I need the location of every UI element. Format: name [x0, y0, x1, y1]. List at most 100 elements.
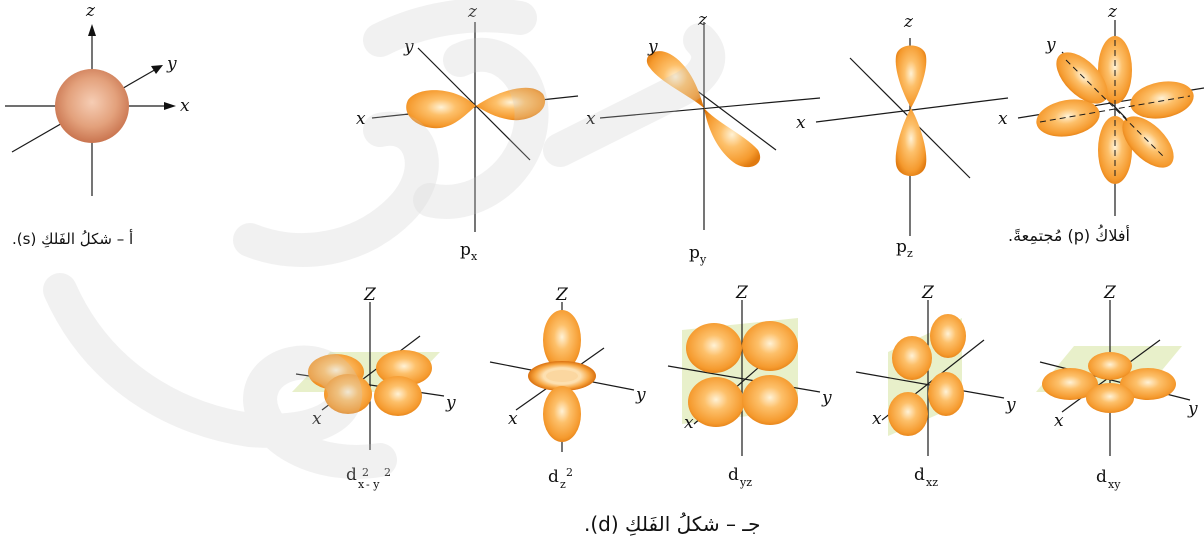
py-y-label: y — [647, 37, 658, 57]
dx2y2-label-main: d — [346, 465, 357, 485]
watermark-logo — [43, 0, 726, 479]
dxz-x-label: x — [872, 409, 882, 429]
dz2-torus-hole — [546, 370, 578, 382]
dz2-x-label: x — [508, 409, 518, 429]
pz-orbital-figure: z x p z — [796, 12, 1009, 260]
px-x-label: x — [356, 109, 366, 129]
d-orbital-caption: جـ – شكلُ الفَلكِ (d). — [584, 512, 761, 536]
dxy-lobe-3 — [1088, 352, 1132, 380]
dxz-lobe-3 — [888, 392, 928, 436]
dz2-label-sup: 2 — [566, 466, 573, 479]
dz2-label-sub: z — [560, 478, 566, 491]
dyz-z-label: Z — [735, 283, 749, 303]
px-label-main: p — [460, 240, 471, 260]
dx2y2-z-label: Z — [363, 285, 377, 305]
dz2-y-label: y — [635, 385, 646, 405]
dx2y2-y-label: y — [445, 393, 456, 413]
py-orbital-figure: z y x p y — [586, 10, 821, 266]
dx2y2-lobe-4 — [374, 376, 422, 416]
px-orbital-figure: z y x p x — [356, 2, 579, 263]
dyz-lobe-3 — [688, 377, 744, 427]
dz2-lobe-upper — [543, 310, 581, 370]
dyz-lobe-2 — [742, 321, 798, 371]
dxz-lobe-1 — [892, 336, 932, 380]
pc-x-label: x — [998, 109, 1008, 129]
dyz-y-label: y — [821, 388, 832, 408]
py-x-label: x — [586, 109, 596, 129]
pc-lobe-y-back — [1056, 52, 1108, 104]
dyz-lobe-4 — [742, 375, 798, 425]
dx2y2-label-sup1: 2 — [362, 466, 369, 479]
s-z-label: z — [85, 1, 96, 21]
dxy-y-label: y — [1187, 399, 1198, 419]
px-label-sub: x — [471, 250, 478, 263]
pc-lobe-y-front — [1122, 116, 1174, 168]
py-lobe-upper — [646, 51, 704, 108]
pz-lobe-upper — [895, 45, 927, 108]
py-label-main: p — [689, 243, 700, 263]
d-xz-orbital-figure: Z x y d xz — [855, 283, 1016, 489]
pz-label-sub: z — [907, 247, 913, 260]
pz-x-label: x — [796, 113, 806, 133]
dyz-x-label: x — [684, 413, 694, 433]
dxz-y-label: y — [1005, 395, 1016, 415]
dx2y2-label-mid: - y — [366, 478, 380, 491]
pc-z-label: z — [1107, 2, 1118, 22]
dxy-lobe-4 — [1086, 383, 1134, 413]
px-lobe-left — [406, 90, 476, 129]
arrow-up-icon — [88, 24, 96, 36]
dx2y2-label-sup2: 2 — [384, 466, 391, 479]
dyz-y-axis — [667, 365, 821, 393]
pz-lobe-lower — [895, 108, 927, 176]
p-combined-caption: أفلاكُ (p) مُجتمِعةً. — [1008, 226, 1130, 245]
py-label-sub: y — [699, 253, 707, 266]
dx2y2-lobe-2 — [376, 350, 432, 386]
dxy-x-label: x — [1054, 411, 1064, 431]
arrow-up-right-icon — [151, 65, 163, 74]
dyz-lobe-1 — [686, 323, 742, 373]
pz-label-main: p — [896, 237, 907, 257]
dxy-lobe-1 — [1042, 368, 1098, 400]
pc-lobe-x-right — [1130, 81, 1194, 119]
dyz-label-sub: yz — [739, 476, 752, 489]
s-orbital-sphere — [55, 69, 129, 143]
px-y-axis — [417, 47, 531, 161]
pc-lobe-x-left — [1036, 99, 1100, 137]
px-z-label: z — [467, 2, 478, 22]
arrow-right-icon — [164, 102, 176, 110]
pc-dashed-x — [1039, 95, 1191, 123]
dz2-z-label: Z — [555, 285, 569, 305]
dz2-label-main: d — [548, 467, 559, 487]
dxz-z-label: Z — [921, 283, 935, 303]
dxz-lobe-2 — [930, 314, 966, 358]
d-x2-y2-orbital-figure: Z x y d x 2 - y 2 — [292, 285, 456, 491]
dx2y2-x-label: x — [312, 409, 322, 429]
px-lobe-right — [476, 87, 546, 121]
pz-z-label: z — [903, 12, 914, 32]
pc-y-label: y — [1045, 35, 1056, 55]
s-y-label: y — [166, 54, 177, 74]
dxy-lobe-2 — [1120, 368, 1176, 400]
dx2y2-label-sub: x — [358, 478, 365, 491]
dxz-label-sub: xz — [926, 476, 938, 489]
s-x-label: x — [180, 96, 190, 116]
dxz-lobe-4 — [928, 372, 964, 416]
dz2-lobe-lower — [543, 386, 581, 442]
dx2y2-lobe-3 — [324, 374, 372, 414]
s-orbital-figure: z y x — [5, 1, 190, 196]
dxy-z-label: Z — [1103, 283, 1117, 303]
d-z2-orbital-figure: Z x y d z 2 — [489, 285, 646, 491]
py-z-label: z — [697, 10, 708, 30]
py-x-axis — [599, 97, 821, 119]
dxy-label-main: d — [1096, 467, 1107, 487]
d-xy-orbital-figure: Z x y d xy — [1036, 283, 1198, 491]
d-yz-orbital-figure: Z x y d yz — [667, 283, 832, 489]
s-orbital-caption: أ – شكلُ الفَلكِ (s). — [12, 230, 134, 248]
dyz-label-main: d — [728, 465, 739, 485]
dxz-label-main: d — [914, 465, 925, 485]
pc-dashed-y — [1065, 59, 1166, 159]
p-combined-figure: z y x — [998, 2, 1204, 216]
py-lobe-lower — [704, 108, 761, 168]
px-y-label: y — [403, 37, 414, 57]
